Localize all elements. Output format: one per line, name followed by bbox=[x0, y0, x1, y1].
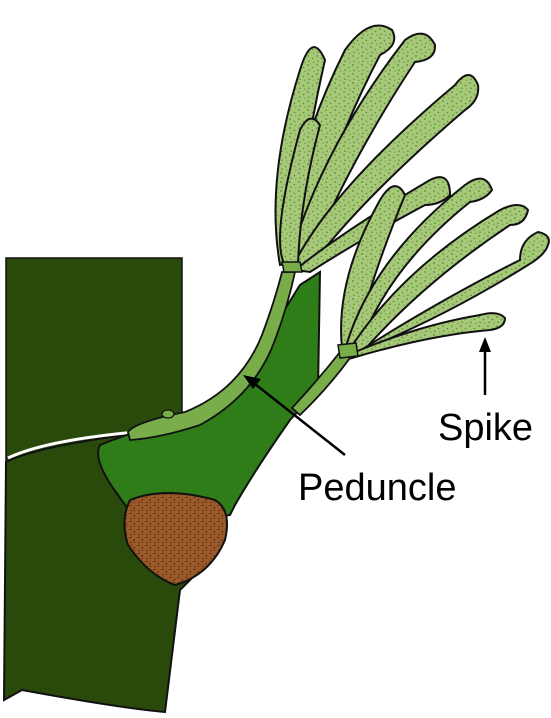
spike-tips-lower bbox=[337, 342, 359, 359]
peduncle-bud bbox=[161, 409, 175, 419]
spike-arrow bbox=[479, 337, 491, 395]
spike-tips-upper bbox=[281, 261, 303, 273]
spike-cluster-lower bbox=[340, 177, 550, 360]
peduncle-arrow bbox=[243, 375, 346, 456]
peduncle-secondary bbox=[290, 350, 352, 417]
brown-spot bbox=[123, 492, 228, 587]
spike-label: Spike bbox=[438, 407, 533, 449]
peduncle-label: Peduncle bbox=[298, 467, 456, 509]
